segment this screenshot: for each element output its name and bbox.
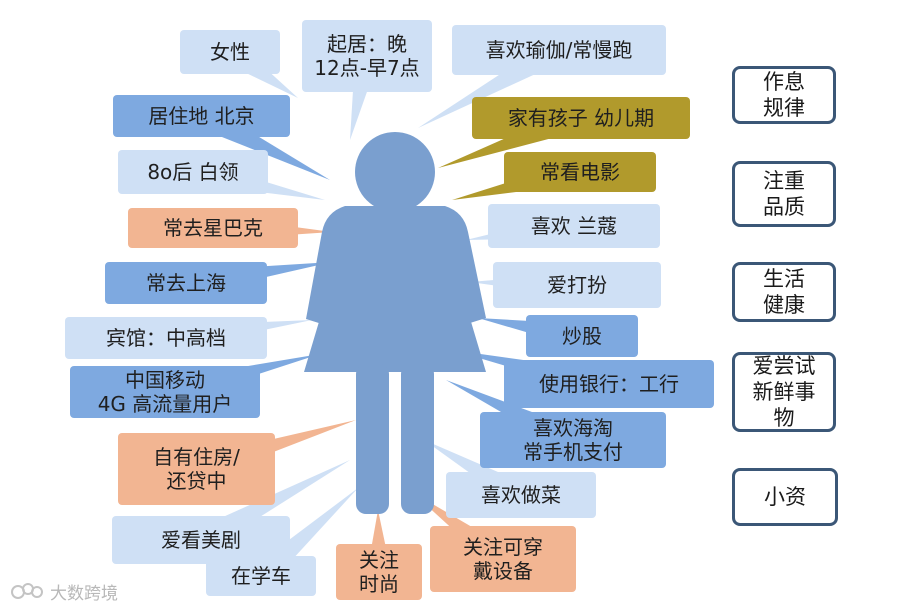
bubble-schedule: 起居：晚 12点-早7点 [314, 32, 420, 80]
bubble-stocks: 炒股 [562, 324, 602, 348]
bubble-shape-age [118, 150, 268, 194]
watermark-text: 大数跨境 [50, 583, 118, 604]
bubble-mobile: 中国移动 4G 高流量用户 [97, 368, 233, 416]
bubble-housing: 自有住房/ 还贷中 [153, 445, 240, 493]
bubble-kids: 家有孩子 幼儿期 [507, 106, 655, 130]
bubble-shape-lancome [488, 204, 660, 248]
bubble-taobao: 喜欢海淘 常手机支付 [523, 416, 623, 464]
bubble-movies: 常看电影 [540, 160, 620, 184]
figure-dress [304, 206, 486, 372]
bubble-shape-schedule [302, 20, 432, 92]
watermark: 大数跨境 [10, 578, 118, 604]
bubble-bank: 使用银行：工行 [539, 372, 679, 396]
bubble-shape-wearables [430, 526, 576, 592]
bubble-drama: 爱看美剧 [161, 528, 241, 552]
bubble-shanghai: 常去上海 [146, 271, 226, 295]
bubble-starbucks: 常去星巴克 [163, 216, 263, 240]
bubble-residence: 居住地 北京 [148, 104, 255, 128]
bubble-fashion: 关注 时尚 [359, 548, 399, 596]
tag-novelty: 爱尝试 新鲜事 物 [732, 352, 836, 432]
bubble-wearables: 关注可穿 戴设备 [463, 535, 543, 583]
bubble-shape-drama [112, 516, 290, 564]
bubble-driving: 在学车 [231, 564, 291, 588]
bubble-shape-yoga [452, 25, 666, 75]
bubble-shape-hotel [65, 317, 267, 359]
bubble-yoga: 喜欢瑜伽/常慢跑 [485, 38, 633, 62]
bubble-shapes [65, 20, 714, 600]
bubble-shape-starbucks [128, 208, 298, 248]
tag-health: 生活 健康 [732, 262, 836, 322]
tag-petty-bourgeois: 小资 [732, 468, 838, 526]
bubble-gender: 女性 [210, 40, 250, 64]
woman-figure-icon [304, 132, 486, 514]
bubble-shape-kids [472, 97, 690, 139]
figure-left-leg [356, 364, 389, 514]
bubble-cooking: 喜欢做菜 [481, 483, 561, 507]
bubble-shape-taobao [480, 412, 666, 468]
bubble-shape-cooking [446, 472, 596, 518]
bubble-shape-stocks [526, 315, 638, 357]
bubble-shape-shanghai [105, 262, 267, 304]
figure-head [355, 132, 435, 212]
bubble-shape-dressup [493, 262, 661, 308]
figure-right-leg [401, 364, 434, 514]
bubble-dressup: 爱打扮 [547, 273, 607, 297]
bubble-lancome: 喜欢 兰蔻 [530, 214, 618, 238]
bubble-age: 8o后 白领 [147, 160, 239, 184]
bubble-shape-bank [504, 360, 714, 408]
bubble-shape-driving [206, 556, 316, 596]
bubble-shape-mobile [70, 366, 260, 418]
brand-logo-icon [11, 583, 43, 599]
bubble-shape-movies [504, 152, 656, 192]
bubble-shape-housing [118, 433, 275, 505]
bubble-shape-fashion [336, 544, 422, 600]
tag-quality: 注重 品质 [732, 161, 836, 227]
bubble-shape-gender [180, 30, 280, 74]
tag-routine: 作息 规律 [732, 66, 836, 124]
bubble-hotel: 宾馆：中高档 [106, 326, 226, 350]
bubble-shape-residence [113, 95, 290, 137]
